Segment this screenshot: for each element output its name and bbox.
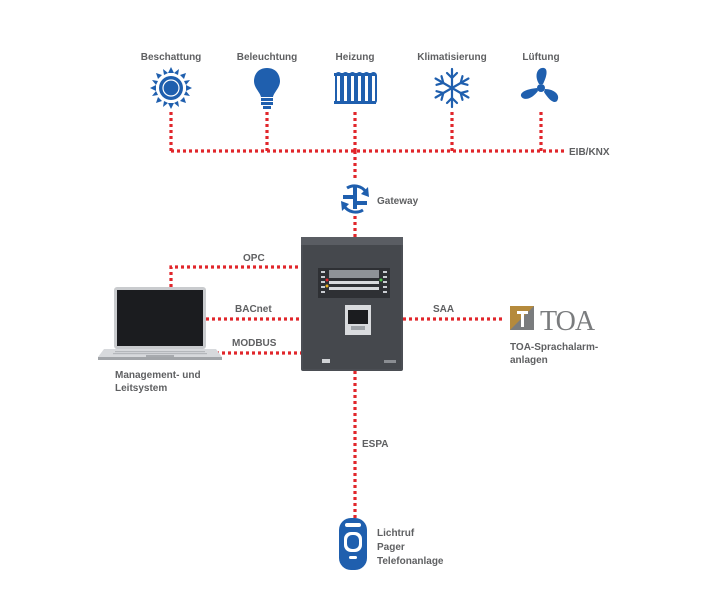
radiator-icon [334, 72, 377, 104]
modbus-label: MODBUS [232, 338, 277, 349]
pager-label-line3: Telefonanlage [377, 556, 444, 567]
opc-label: OPC [243, 253, 265, 264]
bus-lines [169, 112, 567, 518]
toa-logo: TOA [510, 306, 597, 337]
sun-icon [150, 67, 192, 109]
toa-label-line1: TOA-Sprachalarm- [510, 342, 598, 353]
device-label-heizung: Heizung [336, 52, 375, 63]
pager-label-line2: Pager [377, 542, 405, 553]
device-label-beschattung: Beschattung [141, 52, 202, 63]
gateway-icon [341, 184, 369, 214]
device-label-beleuchtung: Beleuchtung [237, 52, 298, 63]
device-label-klimatisierung: Klimatisierung [417, 52, 486, 63]
saa-label: SAA [433, 304, 454, 315]
management-label-line2: Leitsystem [115, 383, 167, 394]
fan-icon [520, 67, 559, 102]
opc-link [169, 265, 301, 287]
toa-logo-text: TOA [540, 306, 596, 337]
management-label-line1: Management- und [115, 370, 201, 381]
snowflake-icon [434, 67, 470, 109]
toa-label-line2: anlagen [510, 355, 548, 366]
laptop-icon [98, 287, 222, 360]
espa-label: ESPA [362, 439, 389, 450]
pager-label-line1: Lichtruf [377, 528, 415, 539]
gateway-label: Gateway [377, 196, 419, 207]
lightbulb-icon [254, 68, 280, 109]
device-label-lueftung: Lüftung [522, 52, 559, 63]
control-panel [301, 237, 403, 371]
pager-icon [339, 518, 367, 570]
bacnet-label: BACnet [235, 304, 272, 315]
bus-label: EIB/KNX [569, 147, 610, 158]
